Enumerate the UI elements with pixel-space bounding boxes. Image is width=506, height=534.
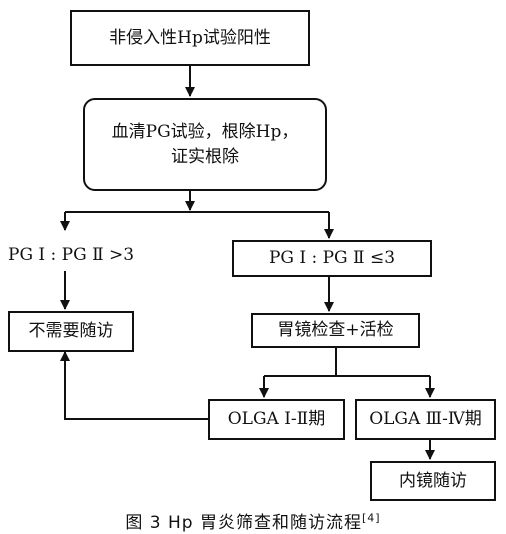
node-olga-low-label: OLGA Ⅰ-Ⅱ期 <box>227 409 326 430</box>
figure-caption: 图 3 Hp 胃炎筛查和随访流程[4] <box>0 508 506 533</box>
node-gastroscopy-biopsy: 胃镜检查+活检 <box>251 313 420 348</box>
node-serum-pg-test-line1: 血清PG试验，根除Hp， <box>111 121 299 142</box>
node-pg-ratio-low: PG Ⅰ : PG Ⅱ ≤3 <box>232 240 432 277</box>
node-olga-high-label: OLGA Ⅲ-Ⅳ期 <box>369 409 482 430</box>
label-pg-ratio-high-text: PG Ⅰ : PG Ⅱ >3 <box>8 245 135 265</box>
node-no-followup-label: 不需要随访 <box>28 321 114 342</box>
node-pg-ratio-low-label: PG Ⅰ : PG Ⅱ ≤3 <box>268 248 396 269</box>
node-no-followup: 不需要随访 <box>8 311 134 352</box>
node-endoscopy-followup: 内镜随访 <box>370 461 496 501</box>
node-serum-pg-test-line2: 证实根除 <box>171 146 239 167</box>
figure-caption-reference: [4] <box>362 511 381 525</box>
node-olga-high: OLGA Ⅲ-Ⅳ期 <box>355 399 496 440</box>
arrow-olga-low-to-no-followup <box>60 351 208 420</box>
node-endoscopy-followup-label: 内镜随访 <box>399 470 467 491</box>
figure-caption-text: 图 3 Hp 胃炎筛查和随访流程 <box>125 513 362 533</box>
label-pg-ratio-high: PG Ⅰ : PG Ⅱ >3 <box>8 245 134 265</box>
node-hp-positive: 非侵入性Hp试验阳性 <box>70 10 310 66</box>
node-serum-pg-test: 血清PG试验，根除Hp， 证实根除 <box>83 98 327 191</box>
node-gastroscopy-biopsy-label: 胃镜检查+活检 <box>277 320 394 341</box>
node-hp-positive-label: 非侵入性Hp试验阳性 <box>109 27 271 48</box>
node-olga-low: OLGA Ⅰ-Ⅱ期 <box>208 399 345 440</box>
